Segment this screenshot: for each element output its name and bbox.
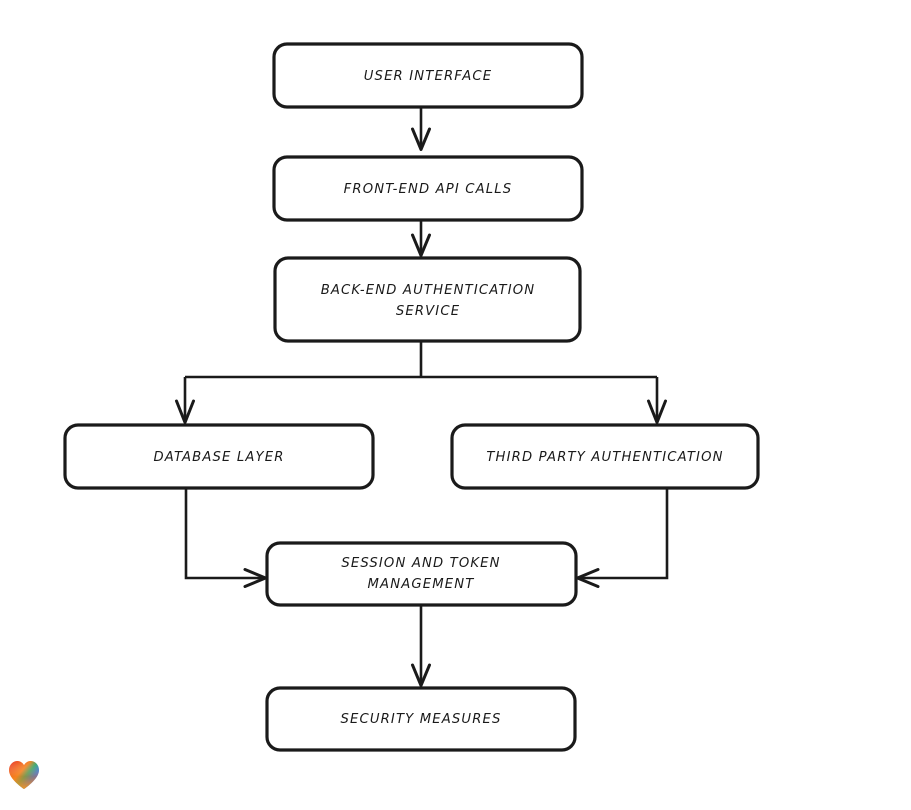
node-back-end-auth-service-label-line1: BACK-END AUTHENTICATION [321, 283, 536, 298]
node-front-end-api-calls-label: FRONT-END API CALLS [344, 182, 513, 197]
node-session-token-mgmt[interactable]: SESSION AND TOKEN MANAGEMENT [265, 541, 578, 607]
node-database-layer[interactable]: DATABASE LAYER [63, 423, 375, 490]
node-user-interface-label: USER INTERFACE [364, 69, 493, 84]
node-security-measures[interactable]: SECURITY MEASURES [265, 686, 577, 752]
edge-backend-split-trunk [185, 341, 657, 379]
node-security-measures-label: SECURITY MEASURES [340, 712, 501, 727]
node-user-interface[interactable]: USER INTERFACE [272, 42, 584, 109]
node-back-end-auth-service-label-line2: SERVICE [396, 304, 460, 319]
node-session-token-mgmt-label-line2: MANAGEMENT [368, 577, 475, 592]
edge-session-to-security [411, 605, 431, 687]
node-front-end-api-calls[interactable]: FRONT-END API CALLS [272, 155, 584, 222]
node-third-party-auth-label: THIRD PARTY AUTHENTICATION [486, 450, 723, 465]
node-database-layer-label: DATABASE LAYER [153, 450, 284, 465]
edge-split-to-database [175, 377, 195, 424]
node-third-party-auth[interactable]: THIRD PARTY AUTHENTICATION [450, 423, 760, 490]
heart-icon [9, 761, 39, 789]
node-back-end-auth-service[interactable]: BACK-END AUTHENTICATION SERVICE [273, 256, 582, 343]
edge-split-to-thirdparty [647, 377, 667, 424]
edge-database-to-session [184, 488, 267, 588]
node-session-token-mgmt-label-line1: SESSION AND TOKEN [341, 556, 500, 571]
heart-watermark [8, 760, 42, 792]
edge-ui-to-frontend [411, 107, 431, 151]
edge-thirdparty-to-session [576, 488, 669, 588]
edge-frontend-to-backend [411, 220, 431, 257]
